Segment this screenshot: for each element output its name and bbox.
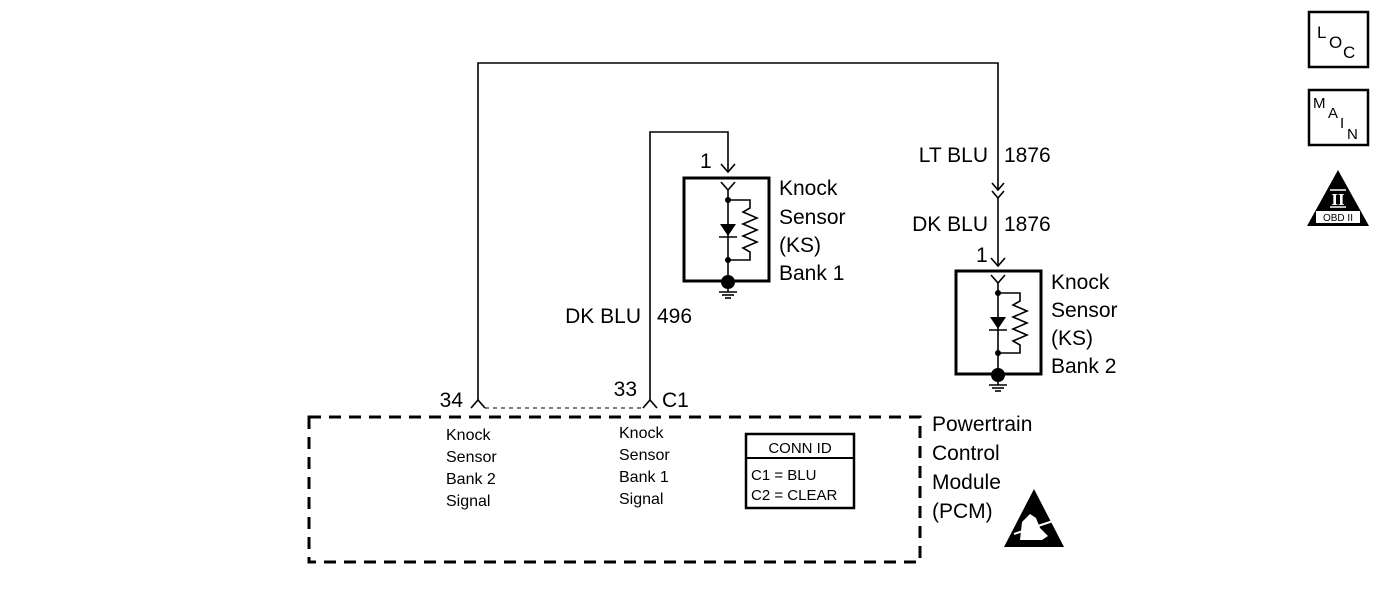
sensor-bank2-pin: 1 — [976, 244, 988, 267]
knock-sensor-bank2: 1 Knock Sensor (KS) Bank 2 — [954, 244, 1118, 392]
main-icon[interactable]: M A I N — [1307, 88, 1370, 147]
pcm-bank2-signal-line-2: Sensor — [446, 449, 497, 466]
pcm-module: 34 33 C1 Knock Sensor Bank 2 Signal Knoc… — [307, 378, 1064, 564]
main-letter-n: N — [1347, 126, 1358, 143]
sensor-bank1-line-3: (KS) — [779, 234, 821, 257]
pcm-bank1-signal-line-2: Sensor — [619, 447, 670, 464]
pcm-pin-33: 33 — [614, 378, 637, 401]
esd-warning-icon — [1004, 489, 1064, 547]
obd-label: OBD II — [1323, 213, 1353, 224]
wire-bank1 — [649, 131, 736, 400]
sensor-bank1-pin: 1 — [700, 150, 712, 173]
pcm-name-line-2: Control — [932, 442, 1000, 465]
sensor-bank1-line-1: Knock — [779, 177, 838, 200]
pcm-name-line-4: (PCM) — [932, 500, 993, 523]
conn-id-title: CONN ID — [768, 440, 832, 457]
wire-circuit-1876-upper: 1876 — [1004, 144, 1051, 167]
conn-id-row-c2: C2 = CLEAR — [751, 487, 837, 504]
sensor-bank2-line-4: Bank 2 — [1051, 355, 1116, 378]
sensor-bank2-line-3: (KS) — [1051, 327, 1093, 350]
wire-circuit-496: 496 — [657, 305, 692, 328]
loc-letter-o: O — [1329, 33, 1342, 52]
pcm-bank1-signal-line-3: Bank 1 — [619, 469, 669, 486]
pcm-bank2-signal-line-3: Bank 2 — [446, 471, 496, 488]
knock-sensor-bank1: 1 Knock Sensor (KS) Bank 1 — [682, 150, 846, 299]
main-letter-m: M — [1313, 95, 1326, 112]
pcm-name-line-1: Powertrain — [932, 413, 1032, 436]
obd-ii-icon[interactable]: II OBD II — [1307, 170, 1369, 226]
pcm-bank2-signal-line-4: Signal — [446, 493, 490, 510]
pcm-bank1-signal-line-1: Knock — [619, 425, 664, 442]
wire-color-lt-blu: LT BLU — [919, 144, 988, 167]
wire-circuit-1876-lower: 1876 — [1004, 213, 1051, 236]
wire-bank2 — [477, 62, 1006, 400]
loc-icon[interactable]: L O C — [1307, 10, 1370, 69]
pcm-pin-chevrons — [470, 398, 658, 409]
loc-letter-l: L — [1317, 23, 1326, 42]
wire-color-dk-blu-bank2: DK BLU — [912, 213, 988, 236]
obd-numeral: II — [1331, 190, 1345, 209]
sensor-bank1-line-4: Bank 1 — [779, 262, 844, 285]
pcm-pin-34: 34 — [440, 389, 464, 412]
sensor-bank2-line-2: Sensor — [1051, 299, 1118, 322]
wire-color-dk-blu-bank1: DK BLU — [565, 305, 641, 328]
pcm-name-line-3: Module — [932, 471, 1001, 494]
loc-letter-c: C — [1343, 43, 1355, 62]
main-letter-i: I — [1340, 115, 1344, 132]
pcm-bank1-signal-line-4: Signal — [619, 491, 663, 508]
sensor-bank2-line-1: Knock — [1051, 271, 1110, 294]
sensor-bank1-line-2: Sensor — [779, 206, 846, 229]
conn-id-row-c1: C1 = BLU — [751, 467, 816, 484]
conn-id-box: CONN ID C1 = BLU C2 = CLEAR — [744, 432, 856, 510]
pcm-bank2-signal-line-1: Knock — [446, 427, 491, 444]
pcm-connector-c1: C1 — [662, 389, 689, 412]
main-letter-a: A — [1328, 105, 1338, 122]
